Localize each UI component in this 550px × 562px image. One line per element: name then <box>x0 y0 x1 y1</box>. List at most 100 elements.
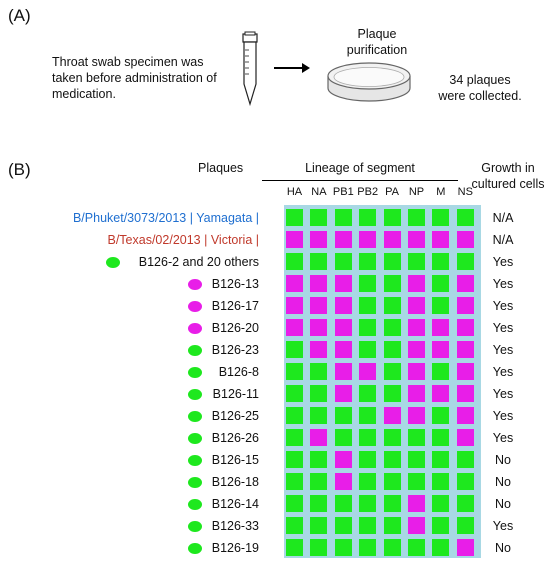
plaque-dot-icon <box>188 455 202 466</box>
segment-cell-np <box>408 209 425 226</box>
plaques-collected-text: 34 plaques were collected. <box>424 72 536 104</box>
segment-cell-pa <box>383 297 401 314</box>
growth-header-line-1: Growth in <box>481 161 535 175</box>
segment-cell-na <box>310 385 328 402</box>
segment-cell-ha <box>286 495 303 512</box>
segment-cell-ha <box>286 473 303 490</box>
segment-cell-pb2 <box>359 539 377 556</box>
segment-cell-pb2 <box>359 231 377 248</box>
segment-cell-pb2 <box>359 363 377 380</box>
segment-cell-ha <box>286 451 303 468</box>
arrow-icon <box>274 63 310 73</box>
segment-cell-m <box>432 319 450 336</box>
petri-dish-icon <box>327 62 411 102</box>
segment-cell-ha <box>286 297 303 314</box>
segment-header-ha: HA <box>286 186 303 198</box>
segment-header-na: NA <box>311 186 327 198</box>
segment-cell-np <box>408 517 425 534</box>
segment-cell-na <box>310 539 328 556</box>
segment-cell-pa <box>383 275 401 292</box>
segment-cell-ns <box>456 231 474 248</box>
segment-cell-m <box>432 341 450 358</box>
segment-cell-ns <box>456 385 474 402</box>
segment-cell-ha <box>286 341 303 358</box>
segment-cell-na <box>310 363 328 380</box>
table-row: B/Texas/02/2013 | Victoria |N/A <box>0 229 550 251</box>
row-label: B126-2 and 20 others <box>138 255 259 269</box>
growth-value: Yes <box>492 431 514 445</box>
segment-cell-m <box>432 451 450 468</box>
segment-cell-na <box>310 297 328 314</box>
segment-cell-pb1 <box>334 495 352 512</box>
table-row: B126-15 No <box>0 449 550 471</box>
segment-cell-pb1 <box>334 341 352 358</box>
row-label: B126-19 <box>211 541 259 555</box>
specimen-line-2: taken before administration of <box>52 71 217 85</box>
segment-cell-pa <box>383 451 401 468</box>
growth-column-header: Growth in cultured cells <box>470 160 546 192</box>
growth-value: Yes <box>492 343 514 357</box>
segment-cell-ha <box>286 319 303 336</box>
segment-cell-pb2 <box>359 341 377 358</box>
row-label: B126-15 <box>211 453 259 467</box>
segment-header-pb2: PB2 <box>357 186 379 198</box>
segment-cell-m <box>432 429 450 446</box>
row-label: B126-20 <box>211 321 259 335</box>
segment-cell-pb1 <box>334 473 352 490</box>
growth-value: Yes <box>492 255 514 269</box>
row-label: B/Phuket/3073/2013 | Yamagata | <box>72 211 259 225</box>
growth-value: No <box>495 475 511 489</box>
segment-cell-m <box>432 253 450 270</box>
table-row: B126-23 Yes <box>0 339 550 361</box>
segment-cell-ns <box>456 517 474 534</box>
segment-cell-ns <box>456 473 474 490</box>
segment-cell-pa <box>383 319 401 336</box>
row-label: B126-8 <box>218 365 259 379</box>
plaque-dot-icon <box>188 301 202 312</box>
segment-cell-ha <box>286 385 303 402</box>
plaque-dot-icon <box>188 499 202 510</box>
growth-value: Yes <box>492 409 514 423</box>
segment-cell-ns <box>456 363 474 380</box>
segment-cell-ns <box>456 297 474 314</box>
growth-value: N/A <box>492 211 514 225</box>
growth-value: No <box>495 453 511 467</box>
segment-cell-ha <box>286 253 303 270</box>
segment-cell-pb2 <box>359 385 377 402</box>
row-label: B126-14 <box>211 497 259 511</box>
panel-b-label: (B) <box>8 160 31 179</box>
segment-cell-ns <box>456 319 474 336</box>
segment-cell-pa <box>383 429 401 446</box>
segment-cell-np <box>408 539 425 556</box>
segment-header-pb1: PB1 <box>332 186 354 198</box>
plaque-dot-icon <box>188 543 202 554</box>
row-label: B126-25 <box>211 409 259 423</box>
row-label: B126-13 <box>211 277 259 291</box>
segment-cell-pb2 <box>359 473 377 490</box>
row-label: B126-17 <box>211 299 259 313</box>
plaque-dot-icon <box>188 411 202 422</box>
segment-cell-pb1 <box>334 539 352 556</box>
segment-cell-ns <box>456 407 474 424</box>
segment-cell-pa <box>383 341 401 358</box>
segment-cell-np <box>408 385 425 402</box>
segment-cell-np <box>408 495 425 512</box>
growth-value: Yes <box>492 519 514 533</box>
segment-cell-na <box>310 517 328 534</box>
segment-cell-m <box>432 539 450 556</box>
segment-cell-pb1 <box>334 319 352 336</box>
segment-cell-ns <box>456 275 474 292</box>
segment-cell-ns <box>456 253 474 270</box>
segment-cell-pa <box>383 473 401 490</box>
growth-value: No <box>495 497 511 511</box>
segment-cell-m <box>432 275 450 292</box>
segment-cell-na <box>310 407 328 424</box>
segment-cell-np <box>408 429 425 446</box>
segment-cell-pb2 <box>359 253 377 270</box>
row-label: B126-23 <box>211 343 259 357</box>
segment-cell-pb1 <box>334 363 352 380</box>
segment-header-pa: PA <box>385 186 400 198</box>
